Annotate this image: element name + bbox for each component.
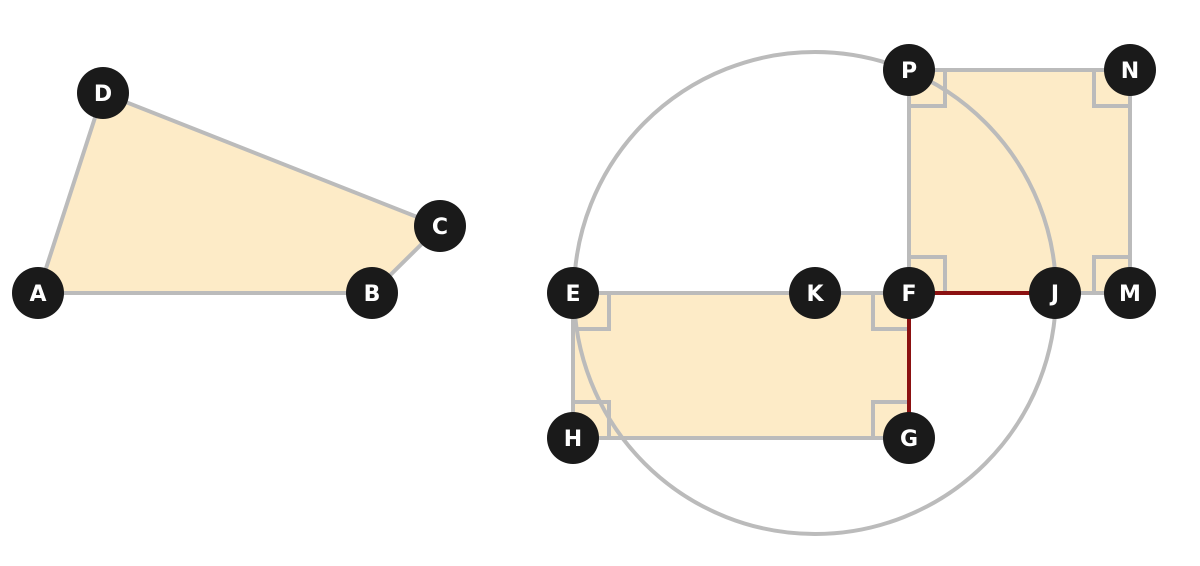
point-d: [77, 67, 129, 119]
point-label-a: A: [29, 282, 46, 307]
rectangle-efgh: [571, 291, 911, 440]
right-angle-marker-f: [909, 255, 947, 293]
point-label-d: D: [94, 82, 112, 107]
point-j: [1029, 267, 1081, 319]
point-c: [414, 200, 466, 252]
point-label-c: C: [432, 215, 448, 240]
right-angle-marker-n: [1092, 70, 1130, 108]
point-label-b: B: [364, 282, 381, 307]
point-h: [547, 412, 599, 464]
right-angle-marker-p: [909, 70, 947, 108]
point-label-e: E: [565, 282, 580, 307]
point-label-j: J: [1049, 282, 1059, 307]
point-label-m: M: [1119, 282, 1141, 307]
quadrilateral-abcd: [36, 91, 442, 295]
point-e: [547, 267, 599, 319]
point-label-k: K: [806, 282, 824, 307]
point-p: [883, 44, 935, 96]
point-n: [1104, 44, 1156, 96]
point-label-g: G: [900, 427, 918, 452]
point-g: [883, 412, 935, 464]
point-f: [883, 267, 935, 319]
right-angle-marker-h: [573, 400, 611, 438]
point-b: [346, 267, 398, 319]
point-label-n: N: [1121, 59, 1139, 84]
point-k: [789, 267, 841, 319]
point-a: [12, 267, 64, 319]
right-angle-marker-f: [871, 293, 909, 331]
right-angle-marker-e: [573, 293, 611, 331]
point-label-p: P: [901, 59, 917, 84]
point-label-h: H: [564, 427, 582, 452]
rectangle-pnmf: [907, 68, 1132, 295]
point-label-f: F: [901, 282, 916, 307]
right-angle-marker-g: [871, 400, 909, 438]
right-angle-marker-m: [1092, 255, 1130, 293]
point-m: [1104, 267, 1156, 319]
